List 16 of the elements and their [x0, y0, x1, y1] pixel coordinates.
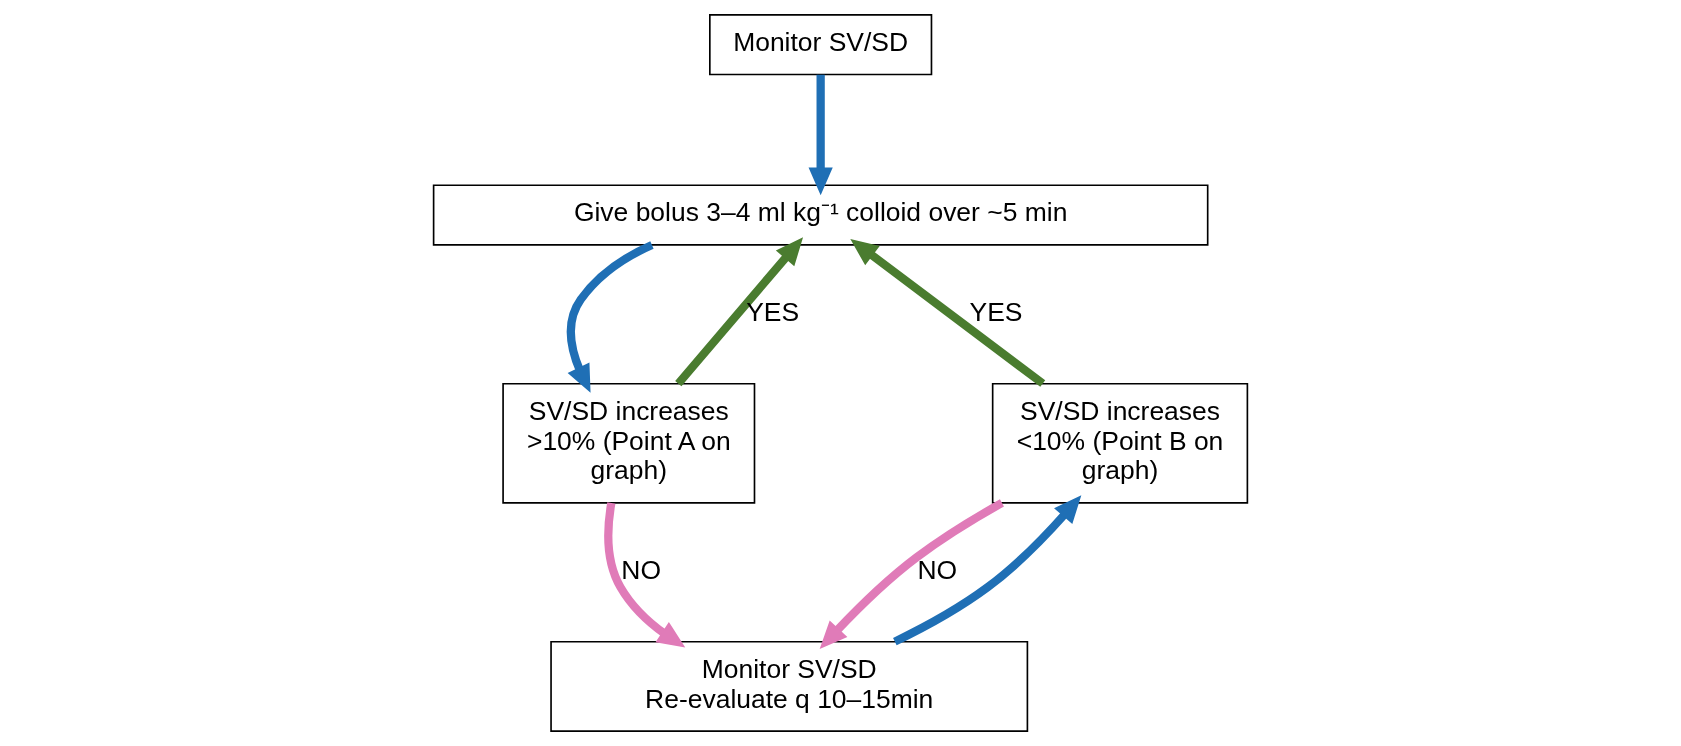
arrow [566, 241, 654, 393]
node-box: Monitor SV/SD Re-evaluate q 10–15min [550, 640, 1029, 732]
node-box: Give bolus 3–4 ml kg⁻¹ colloid over ~5 min [432, 184, 1209, 246]
node-box: SV/SD increases <10% (Point B on graph) [991, 382, 1249, 504]
arrow [850, 239, 1046, 387]
edge-label: YES [969, 296, 1023, 327]
arrow [808, 74, 833, 196]
arrow [604, 502, 686, 648]
arrow [675, 237, 804, 387]
edge-label: YES [746, 296, 800, 327]
arrow [893, 495, 1082, 646]
arrow [819, 499, 1004, 650]
node-box: SV/SD increases >10% (Point A on graph) [502, 382, 756, 504]
edge-label: NO [621, 554, 662, 585]
node-box: Monitor SV/SD [709, 14, 933, 76]
edge-label: NO [917, 554, 958, 585]
